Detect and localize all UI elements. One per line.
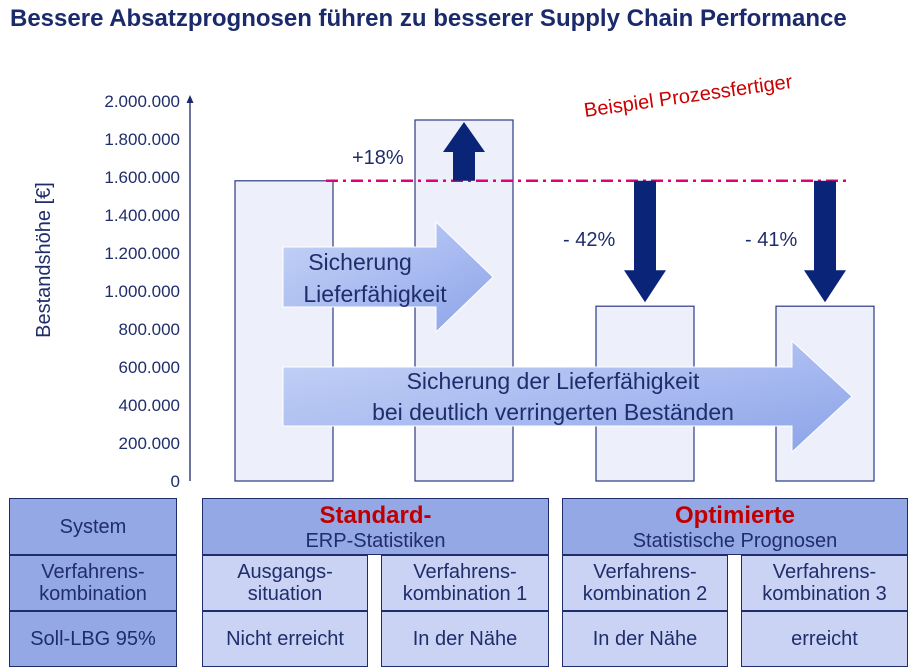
row-label-system-text: System [59,515,127,538]
chart: 0 200.000 400.000 600.000 800.000 1.000.000 1.… [33,71,875,491]
row-label-system: System [9,498,177,555]
combo-cell-2: Verfahrens- kombination 1 [381,555,549,611]
decrease-arrow-icon [624,180,666,303]
group-header-standard: Standard- ERP-Statistiken [202,498,549,555]
short-arrow-label: Lieferfähigkeit [303,281,447,307]
combo-cell-4-text: Verfahrens- kombination 3 [762,561,887,605]
row-label-verfahrenskombination: Verfahrens- kombination [9,555,177,611]
annotation-label: Beispiel Prozessfertiger [583,71,794,122]
change-label: - 42% [563,229,615,251]
y-tick-label: 1.000.000 [104,282,180,301]
y-tick-label: 200.000 [119,434,180,453]
group-header-optimiert-title: Optimierte [674,501,796,529]
y-tick-label: 800.000 [119,320,180,339]
row-label-soll-lbg: Soll-LBG 95% [9,611,177,667]
y-tick-label: 1.200.000 [104,244,180,263]
group-header-optimiert-subtitle: Statistische Prognosen [632,529,838,552]
change-label: +18% [352,147,404,169]
combo-cell-3: Verfahrens- kombination 2 [562,555,728,611]
combo-cell-1-text: Ausgangs- situation [237,561,333,605]
decrease-arrow-icon [804,180,846,303]
y-tick-label: 2.000.000 [104,92,180,111]
y-tick-label: 0 [171,472,180,491]
result-cell-2: In der Nähe [381,611,549,667]
long-arrow [282,339,853,454]
combo-cell-4: Verfahrens- kombination 3 [741,555,908,611]
result-cell-3: In der Nähe [562,611,728,667]
short-arrow-label: Sicherung [308,249,412,275]
y-tick-label: 1.400.000 [104,206,180,225]
page-title: Bessere Absatzprognosen führen zu besser… [10,5,847,32]
short-arrow [282,220,494,334]
result-cell-3-text: In der Nähe [592,628,698,650]
combo-cell-1: Ausgangs- situation [202,555,368,611]
y-tick-label: 400.000 [119,396,180,415]
group-header-standard-title: Standard- [319,501,432,529]
result-cell-1-text: Nicht erreicht [226,628,344,650]
bar [234,180,334,482]
y-tick-label: 600.000 [119,358,180,377]
y-axis-arrowhead [186,95,194,103]
combo-cell-2-text: Verfahrens- kombination 1 [402,561,528,605]
result-cell-4-text: erreicht [791,628,858,650]
long-arrow-label: Sicherung der Lieferfähigkeit [407,368,700,394]
result-cell-4: erreicht [741,611,908,667]
change-label: - 41% [745,229,797,251]
long-arrow-label: bei deutlich verringerten Beständen [372,399,734,425]
group-header-standard-subtitle: ERP-Statistiken [305,529,446,552]
y-axis-label: Bestandshöhe [€] [33,182,55,338]
combo-cell-3-text: Verfahrens- kombination 2 [582,561,708,605]
group-header-optimiert: Optimierte Statistische Prognosen [562,498,908,555]
row-label-verfahren-text: Verfahrens- kombination [39,561,147,605]
result-cell-2-text: In der Nähe [412,628,518,650]
result-cell-1: Nicht erreicht [202,611,368,667]
row-label-soll-text: Soll-LBG 95% [30,628,156,650]
y-tick-label: 1.800.000 [104,130,180,149]
y-tick-label: 1.600.000 [104,168,180,187]
increase-arrow-icon [443,122,485,181]
